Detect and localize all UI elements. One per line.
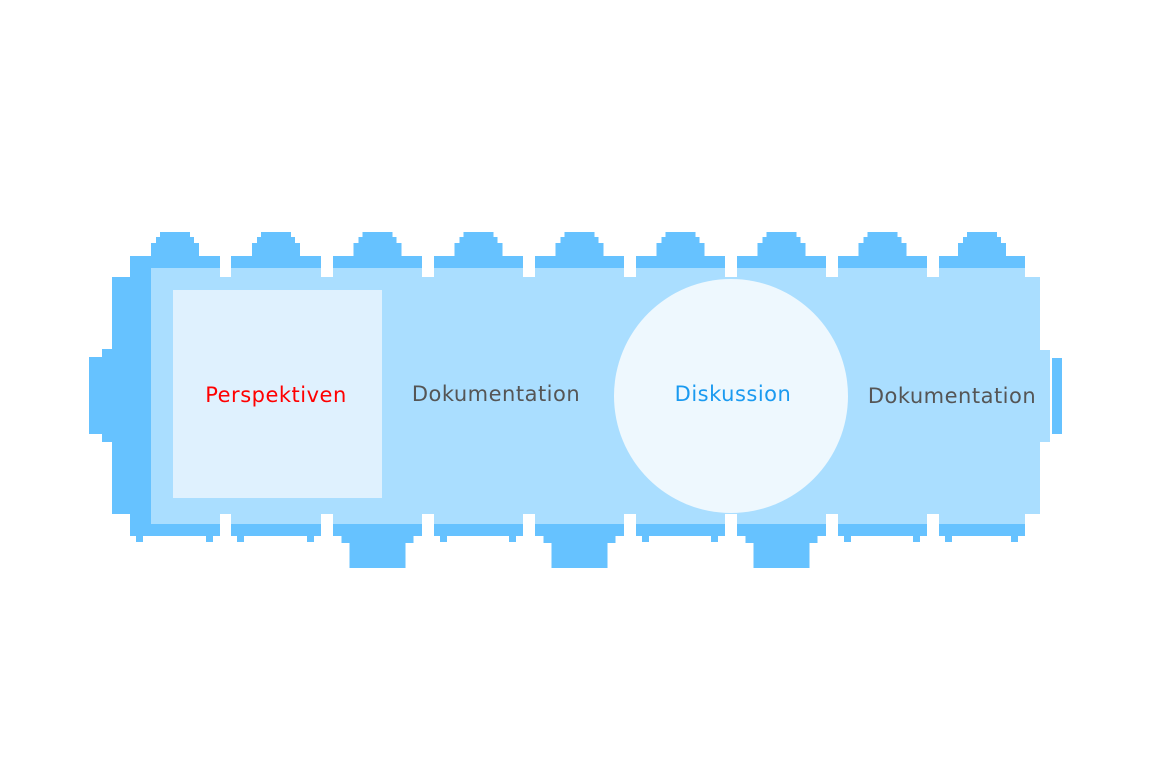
chair-top	[353, 243, 402, 257]
chair-top	[156, 237, 194, 245]
chair-top	[160, 232, 190, 238]
table-gap	[927, 256, 939, 277]
table-gap	[725, 256, 737, 277]
chair-bottom	[753, 543, 810, 568]
table-gap	[523, 256, 535, 277]
chair-bottom-foot	[1011, 536, 1018, 542]
chair-bottom-foot	[945, 536, 952, 542]
table-gap	[624, 514, 636, 536]
chair-top	[967, 232, 997, 238]
chair-top	[358, 237, 397, 245]
chair-top	[459, 237, 498, 245]
perspektiven-zone	[173, 290, 382, 498]
chair-bottom-foot	[913, 536, 920, 542]
chair-bottom-foot	[711, 536, 718, 542]
chair-left	[102, 349, 114, 442]
chair-bottom-foot	[136, 536, 143, 542]
chair-bottom-foot	[237, 536, 244, 542]
chair-left	[112, 277, 132, 514]
zone-label-perspektiven: Perspektiven	[205, 383, 347, 407]
chair-bottom	[543, 536, 616, 543]
chair-top	[656, 243, 705, 257]
table-gap	[927, 514, 939, 536]
table-gap	[220, 256, 231, 277]
chair-bottom-foot	[509, 536, 516, 542]
table-surface	[1040, 350, 1050, 442]
zone-label-dokumentation-left: Dokumentation	[411, 382, 581, 406]
table-gap	[624, 256, 636, 277]
table-gap	[725, 514, 737, 536]
chair-bottom-foot	[642, 536, 649, 542]
chair-top	[261, 232, 291, 238]
chair-top	[757, 243, 806, 257]
chair-top	[867, 232, 898, 238]
chair-top	[762, 237, 801, 245]
zone-label-diskussion: Diskussion	[674, 382, 792, 406]
chair-bottom	[341, 536, 414, 543]
chair-top	[564, 232, 595, 238]
chair-top	[863, 237, 902, 245]
table-gap	[422, 514, 434, 536]
table-gap	[523, 514, 535, 536]
chair-bottom-foot	[206, 536, 213, 542]
table-gap	[826, 514, 838, 536]
chair-top	[362, 232, 393, 238]
chair-top	[555, 243, 604, 257]
chair-top	[463, 232, 494, 238]
diskussion-zone	[614, 279, 848, 513]
chair-top	[257, 237, 295, 245]
chair-top	[661, 237, 700, 245]
chair-top	[963, 237, 1001, 245]
chair-top	[454, 243, 503, 257]
table-gap	[321, 514, 333, 536]
table-gap	[321, 256, 333, 277]
chair-top	[766, 232, 797, 238]
chair-bottom-foot	[307, 536, 314, 542]
table-surface	[1025, 277, 1040, 514]
table-gap	[826, 256, 838, 277]
table-gap	[422, 256, 434, 277]
zone-label-dokumentation-right: Dokumentation	[867, 384, 1037, 408]
chair-bottom-foot	[844, 536, 851, 542]
table-gap	[220, 514, 231, 536]
chair-bottom	[349, 543, 406, 568]
chair-bottom	[551, 543, 608, 568]
chair-top	[958, 243, 1006, 257]
chair-bottom	[745, 536, 818, 543]
chair-top	[665, 232, 696, 238]
chair-top	[252, 243, 300, 257]
chair-top	[560, 237, 599, 245]
chair-bottom-foot	[440, 536, 447, 542]
chair-top	[151, 243, 199, 257]
chair-right	[1052, 358, 1062, 434]
chair-left	[89, 357, 103, 434]
chair-top	[858, 243, 907, 257]
